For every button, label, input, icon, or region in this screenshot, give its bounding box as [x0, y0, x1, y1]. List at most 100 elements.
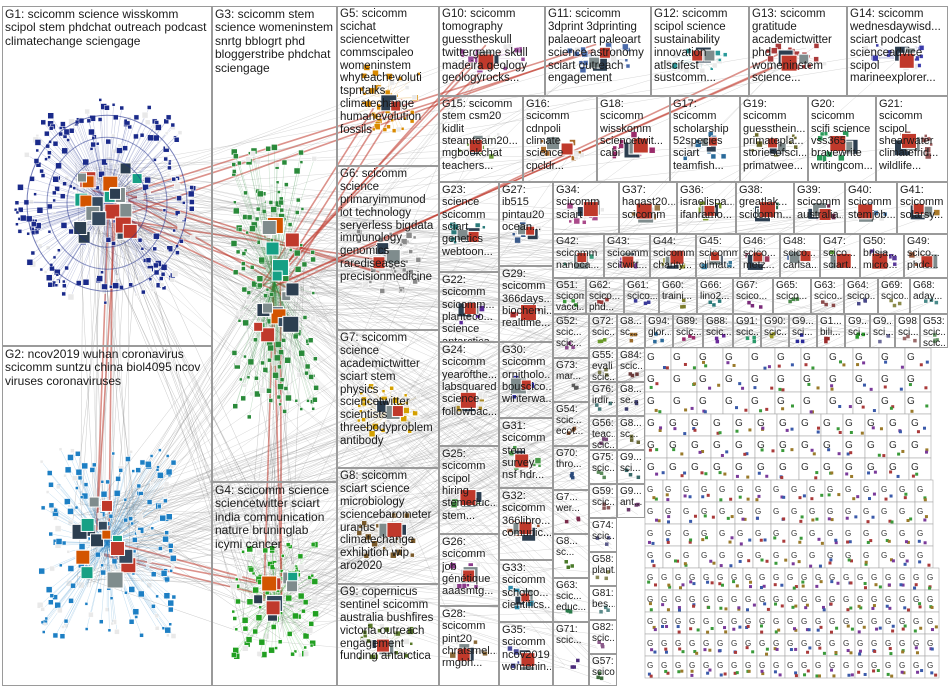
edge: [92, 174, 135, 502]
tiny-group-marker: G: [647, 374, 655, 385]
group-title: G41:: [900, 184, 924, 196]
group-title: G9...: [792, 316, 814, 327]
tiny-node: [816, 628, 820, 632]
tiny-node: [720, 453, 724, 457]
tiny-node: [782, 539, 786, 543]
edge: [280, 489, 464, 613]
tiny-group-marker: G: [701, 529, 707, 538]
tiny-node: [848, 540, 852, 544]
tiny-group-marker: G: [735, 440, 743, 451]
tiny-group-marker: G: [827, 529, 833, 538]
tiny-node: [747, 559, 751, 563]
small-group-cell: G64:scico...: [844, 278, 878, 314]
tiny-node: [849, 581, 853, 585]
edge: [116, 474, 562, 546]
small-group-cell: G90:scic...: [761, 314, 789, 348]
edge: [94, 195, 293, 593]
group-title: G25:: [442, 448, 466, 460]
group-label: G42:scicomm nanoca...: [556, 236, 602, 271]
tiny-node: [706, 671, 710, 675]
group-keywords: scicomm job génétique aaasmtg...: [442, 548, 494, 598]
tiny-node: [692, 382, 696, 386]
tiny-node: [729, 564, 733, 568]
tiny-group-marker: G: [717, 573, 723, 582]
group-cell-g24: G24:scicomm yearofthe... labsquared scie…: [439, 342, 499, 446]
tiny-node: [791, 562, 795, 566]
tiny-node: [765, 647, 769, 651]
tiny-group-marker: G: [857, 617, 863, 626]
group-title: G43:: [607, 236, 630, 247]
group-title: G13: scicomm: [752, 8, 826, 20]
group-keywords: traini...: [662, 291, 693, 303]
edge: [97, 289, 253, 583]
tiny-node: [680, 452, 684, 456]
edge: [133, 223, 247, 603]
edge: [266, 254, 718, 600]
tiny-node: [657, 519, 661, 523]
tiny-node: [925, 448, 929, 452]
group-label: G22:scicomm scicomm... planteco... scien…: [442, 274, 497, 341]
group-keywords: scic... scic...: [923, 327, 946, 348]
group-keywords: scicomm australia...: [797, 196, 843, 221]
edge: [79, 500, 283, 640]
group-title: G49:: [907, 236, 930, 247]
tiny-node: [872, 604, 876, 608]
edge: [250, 153, 490, 273]
group-cell-g43: G43:scicomm scitwitt...: [604, 234, 650, 278]
group-keywords: scicomm nanoca...: [556, 246, 600, 271]
edge: [132, 479, 581, 519]
tiny-node: [889, 470, 893, 474]
tiny-node: [789, 648, 793, 652]
edge: [86, 294, 755, 581]
edge-strong: [96, 537, 276, 587]
edge: [119, 241, 271, 322]
tiny-group-marker: G: [689, 661, 695, 670]
edge-strong: [108, 217, 386, 262]
tiny-node: [925, 360, 929, 364]
tiny-node: [838, 404, 842, 408]
tiny-group-marker: G: [701, 507, 707, 516]
tiny-group-marker: G: [703, 639, 709, 648]
tiny-group-marker: G: [889, 440, 897, 451]
tiny-group-marker: G: [779, 418, 787, 429]
tiny-group-marker: G: [899, 551, 905, 560]
tiny-node: [879, 427, 883, 431]
group-title: G35:: [502, 624, 526, 636]
tiny-group-marker: G: [907, 374, 915, 385]
tiny-node: [810, 497, 814, 501]
tiny-group-marker: G: [777, 396, 785, 407]
group-title: G50:: [863, 236, 886, 247]
group-label: G61:scico...: [627, 280, 657, 302]
small-group-cell: G70:thro...: [553, 446, 589, 490]
group-label: G35:scicomm ncov2019 womenin...: [502, 624, 551, 673]
group-title: G27:: [502, 184, 526, 196]
tiny-node: [908, 383, 912, 387]
tiny-node: [761, 426, 765, 430]
group-keywords: scicomm scipol hiring stemeduc... stem..…: [442, 460, 497, 522]
tiny-node: [846, 649, 850, 653]
tiny-node: [706, 630, 710, 634]
tiny-node: [883, 385, 887, 389]
group-label: G8...sc...: [620, 316, 643, 338]
tiny-node: [652, 496, 656, 500]
tiny-node: [837, 493, 841, 497]
tiny-node: [655, 472, 659, 476]
edge: [295, 281, 612, 545]
tiny-group-marker: G: [791, 507, 797, 516]
edge-strong: [112, 213, 267, 270]
tiny-node: [726, 361, 730, 365]
tiny-group-marker: G: [773, 573, 779, 582]
tiny-group-marker: G: [809, 529, 815, 538]
tiny-node: [780, 604, 784, 608]
tiny-group-marker: G: [691, 440, 699, 451]
group-title: G75:: [592, 452, 614, 463]
group-label: G21:scicomm scipol shearwater climatefri…: [879, 98, 946, 172]
edge: [78, 194, 640, 400]
tiny-node: [905, 559, 909, 563]
edge: [130, 195, 479, 409]
tiny-group-marker: G: [867, 418, 875, 429]
group-keywords: sc...: [620, 429, 639, 441]
group-keywords: sciencetwitter sciart india communicatio…: [215, 496, 325, 551]
tiny-node: [689, 627, 693, 631]
